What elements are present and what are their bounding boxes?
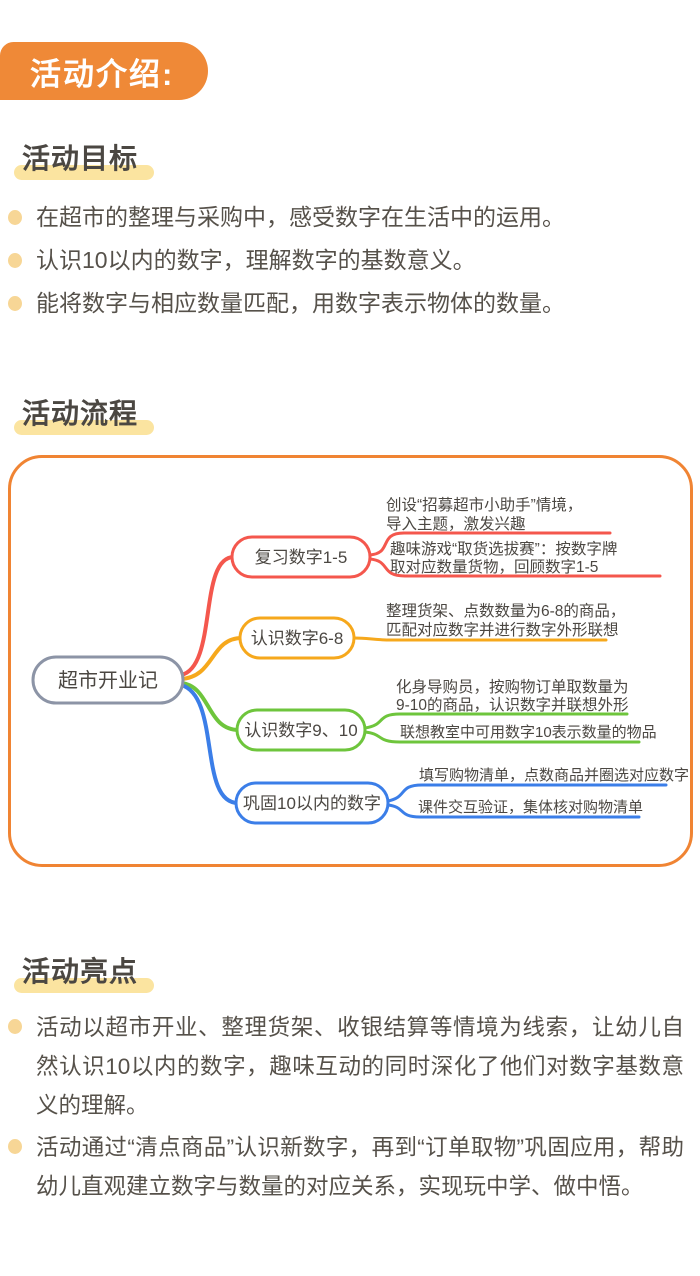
list-item: 活动通过“清点商品”认识新数字，再到“订单取物”巩固应用，帮助幼儿直观建立数字与… <box>8 1128 684 1206</box>
heading-highlight <box>14 978 155 993</box>
mindmap-node-review-1-5 <box>230 535 371 578</box>
mindmap-node-numbers-9-10 <box>235 708 366 751</box>
leaf-line <box>352 636 607 641</box>
list-item: 能将数字与相应数量匹配，用数字表示物体的数量。 <box>8 289 684 317</box>
highlight-text: 活动通过“清点商品”认识新数字，再到“订单取物”巩固应用，帮助幼儿直观建立数字与… <box>36 1135 684 1199</box>
page-title: 活动介绍: <box>30 56 175 92</box>
branch-line-numbers-6-8 <box>178 635 244 681</box>
list-item: 认识10以内的数字，理解数字的基数意义。 <box>8 246 684 274</box>
branch-line-consolidate <box>178 682 240 805</box>
bullet-dot-icon <box>8 210 22 225</box>
leaf-line <box>386 803 640 818</box>
leaf-line <box>368 531 611 556</box>
bullet-dot-icon <box>8 1019 22 1034</box>
mindmap-leaf-text: 课件交互验证，集体核对购物清单 <box>418 798 643 816</box>
mindmap-node-numbers-6-8 <box>238 616 355 659</box>
goal-text: 在超市的整理与采购中，感受数字在生活中的运用。 <box>36 204 565 230</box>
branch-line-numbers-9-10 <box>178 680 241 732</box>
mindmap-leaf-text: 趣味游戏“取货选拔赛”：按数字牌 取对应数量货物，回顾数字1-5 <box>390 539 622 576</box>
heading-highlight <box>14 165 155 180</box>
list-item: 在超市的整理与采购中，感受数字在生活中的运用。 <box>8 203 684 231</box>
mindmap-leaf-text: 联想教室中可用数字10表示数量的物品 <box>400 724 657 741</box>
leaf-line <box>363 712 628 729</box>
goal-text: 能将数字与相应数量匹配，用数字表示物体的数量。 <box>36 290 565 316</box>
mindmap-node-consolidate <box>234 781 389 824</box>
goal-text: 认识10以内的数字，理解数字的基数意义。 <box>36 247 476 273</box>
mindmap-leaf-text: 填写购物清单，点数商品并圈选对应数字 <box>419 766 689 784</box>
highlights-list: 活动以超市开业、整理货架、收银结算等情境为线索，让幼儿自然认识10以内的数字，趣… <box>8 1008 684 1209</box>
mindmap-node-label: 认识数字6-8 <box>250 629 343 648</box>
bullet-dot-icon <box>8 1139 22 1154</box>
mindmap-root-label: 超市开业记 <box>58 669 158 692</box>
list-item: 活动以超市开业、整理货架、收银结算等情境为线索，让幼儿自然认识10以内的数字，趣… <box>8 1008 684 1125</box>
highlight-text: 活动以超市开业、整理货架、收银结算等情境为线索，让幼儿自然认识10以内的数字，趣… <box>36 1015 684 1118</box>
mindmap-leaf-text: 化身导购员，按购物订单取数量为 9-10的商品，认识数字并联想外形 <box>396 678 633 714</box>
heading-highlight <box>14 420 155 435</box>
mindmap-node-label: 巩固10以内的数字 <box>243 794 381 813</box>
leaf-line <box>363 730 640 743</box>
page-title-badge: 活动介绍: <box>0 42 209 100</box>
mindmap-node-label: 复习数字1-5 <box>254 548 347 567</box>
section-heading-highlights: 活动亮点 <box>14 950 155 993</box>
bullet-dot-icon <box>8 296 22 311</box>
mindmap-container: 超市开业记 复习数字1-5 认识数字6-8 认识数字9、10 巩固10以内的数字… <box>8 455 693 867</box>
goals-list: 在超市的整理与采购中，感受数字在生活中的运用。 认识10以内的数字，理解数字的基… <box>8 203 684 332</box>
leaf-line <box>386 783 667 802</box>
section-heading-goals-label: 活动目标 <box>22 143 139 174</box>
mindmap-diagram: 超市开业记 复习数字1-5 认识数字6-8 认识数字9、10 巩固10以内的数字… <box>31 495 689 824</box>
branch-line-review-1-5 <box>178 554 236 677</box>
section-heading-process-label: 活动流程 <box>22 398 139 429</box>
section-heading-highlights-label: 活动亮点 <box>22 956 139 987</box>
mindmap-leaf-text: 整理货架、点数数量为6-8的商品， 匹配对应数字并进行数字外形联想 <box>386 602 630 639</box>
leaf-line <box>368 557 661 577</box>
section-heading-goals: 活动目标 <box>14 137 155 180</box>
mindmap-node-label: 认识数字9、10 <box>244 721 357 740</box>
section-heading-process: 活动流程 <box>14 392 155 435</box>
mindmap-leaf-text: 创设“招募超市小助手”情境， 导入主题，激发兴趣 <box>386 495 587 533</box>
bullet-dot-icon <box>8 253 22 268</box>
mindmap-root-node <box>31 655 184 704</box>
